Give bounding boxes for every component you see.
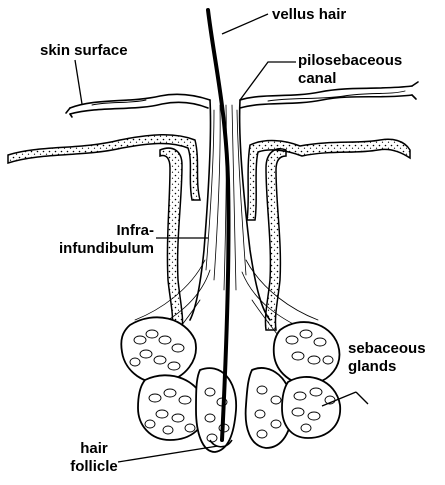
left-dermal-column (160, 148, 286, 330)
label-pilosebaceous-canal: pilosebaceous canal (298, 52, 402, 88)
label-skin-surface-text: skin surface (40, 42, 128, 60)
label-skin-surface: skin surface (40, 42, 128, 60)
label-sebaceous-line-1: sebaceous (348, 340, 426, 358)
label-infra-line-2: infundibulum (12, 240, 154, 258)
label-hair-line-1: hair (48, 440, 140, 458)
label-pilosebaceous-line-2: canal (298, 70, 402, 88)
label-infra-infundibulum: Infra- infundibulum (12, 222, 154, 258)
leader-skin-surface (75, 60, 82, 104)
label-vellus-hair-text: vellus hair (272, 6, 346, 24)
label-vellus-hair: vellus hair (272, 6, 346, 24)
leader-vellus-hair (222, 14, 268, 34)
label-sebaceous-glands: sebaceous glands (348, 340, 426, 376)
leader-sebaceous-glands-b (356, 392, 368, 404)
label-infra-line-1: Infra- (12, 222, 154, 240)
label-hair-line-2: follicle (48, 458, 140, 476)
label-hair-follicle: hair follicle (48, 440, 140, 476)
leader-pilosebaceous-canal (240, 62, 296, 100)
label-sebaceous-line-2: glands (348, 358, 426, 376)
label-pilosebaceous-line-1: pilosebaceous (298, 52, 402, 70)
